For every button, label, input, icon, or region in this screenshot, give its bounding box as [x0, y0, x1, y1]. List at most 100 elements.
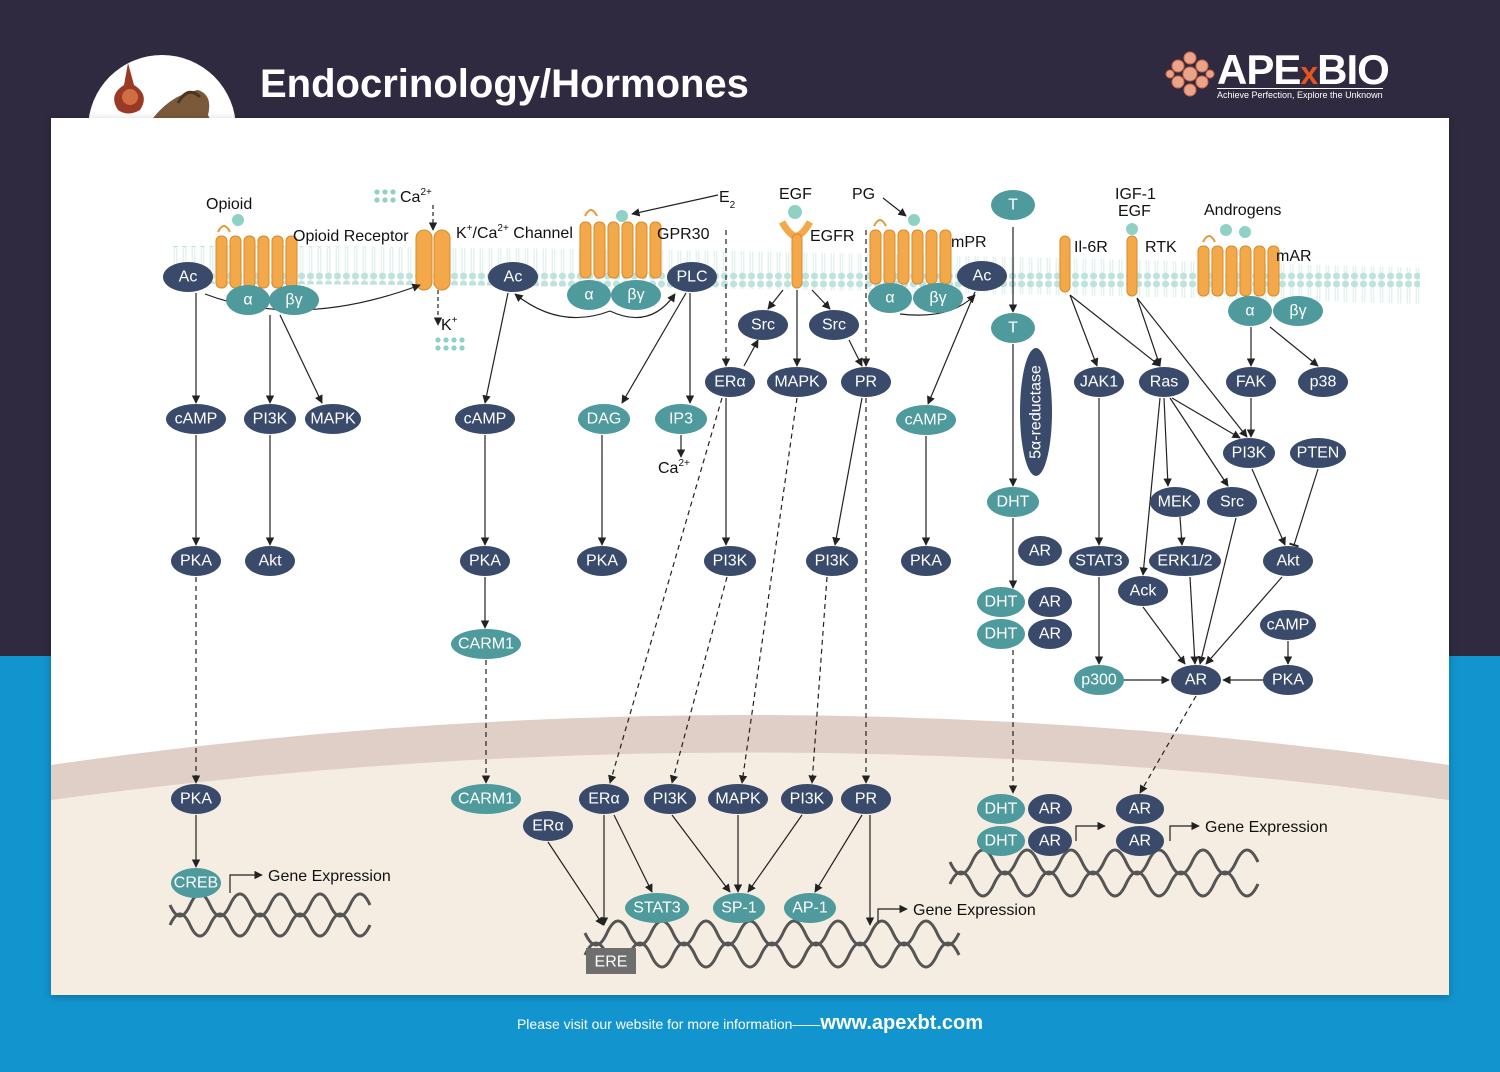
node-pi3k6: PI3K — [1223, 438, 1275, 468]
node-pka2: PKA — [460, 546, 510, 576]
node-era2n: ERα — [523, 811, 573, 841]
website-link[interactable]: www.apexbt.com — [820, 1012, 984, 1034]
node-alpha2: α — [567, 280, 611, 310]
node-label: PTEN — [1297, 445, 1340, 462]
opioid-receptor — [215, 225, 298, 289]
node-mek: MEK — [1150, 487, 1200, 517]
node-shape — [1028, 826, 1072, 856]
node-label: AR — [1039, 626, 1061, 643]
node-shape — [578, 404, 630, 434]
node-alpha1: α — [226, 285, 270, 315]
node-stat3: STAT3 — [1069, 546, 1129, 576]
node-shape — [767, 367, 827, 397]
node-shape — [1116, 794, 1164, 824]
node-shape — [455, 404, 515, 434]
node-shape — [577, 546, 627, 576]
brand-tagline: Achieve Perfection, Explore the Unknown — [1217, 88, 1383, 100]
node-p300: p300 — [1074, 665, 1124, 695]
node-label: βγ — [1289, 303, 1306, 320]
gene-expression-3: Gene Expression — [1205, 819, 1328, 836]
node-label: PKA — [586, 553, 618, 570]
dna-helix-ere — [583, 919, 961, 969]
edge — [747, 814, 803, 893]
node-bg1: βγ — [269, 285, 319, 315]
gpr30-receptor — [579, 209, 662, 279]
node-shape — [991, 313, 1035, 343]
edge — [1142, 606, 1186, 665]
node-shape — [523, 811, 573, 841]
node-jak1: JAK1 — [1074, 367, 1124, 397]
mar-receptor — [1197, 235, 1280, 297]
ere-box — [586, 948, 636, 974]
node-label: PKA — [180, 791, 212, 808]
node-pka4: PKA — [901, 546, 951, 576]
node-shape — [171, 784, 221, 814]
node-label: α — [1245, 303, 1254, 320]
node-dht5n: DHT — [977, 826, 1025, 856]
gene-expression-arrow — [1169, 821, 1200, 841]
node-label: T — [1008, 197, 1018, 214]
node-label: AR — [1129, 801, 1151, 818]
node-label: PR — [855, 791, 877, 808]
node-label: PI3K — [815, 553, 850, 570]
node-label: Ras — [1150, 374, 1178, 391]
node-bg3: βγ — [913, 283, 963, 313]
node-ap1: AP-1 — [784, 893, 836, 923]
node-shape — [579, 784, 629, 814]
node-ar4: AR — [1171, 665, 1221, 695]
node-fak: FAK — [1226, 367, 1276, 397]
ca-label: Ca2+ — [400, 187, 432, 206]
node-label: p300 — [1081, 672, 1117, 689]
node-shape — [713, 893, 765, 923]
edge — [1139, 397, 1161, 576]
node-shape — [451, 784, 521, 814]
node-era1: ERα — [705, 367, 755, 397]
node-label: βγ — [627, 287, 644, 304]
edge — [814, 814, 863, 893]
node-shape — [567, 280, 611, 310]
node-akt1: Akt — [245, 546, 295, 576]
node-label: α — [584, 287, 593, 304]
curved-edge — [514, 293, 611, 319]
gene-expression-1: Gene Expression — [268, 868, 391, 885]
node-src2: Src — [809, 310, 859, 340]
node-shape — [987, 487, 1039, 517]
node-src3: Src — [1207, 487, 1257, 517]
edge — [608, 397, 723, 784]
node-camp4: cAMP — [1260, 610, 1316, 640]
node-shape — [269, 285, 319, 315]
node-pten: PTEN — [1290, 438, 1346, 468]
node-ac2: Ac — [488, 262, 538, 292]
node-shape — [171, 868, 221, 898]
node-dht1: DHT — [987, 487, 1039, 517]
node-shape — [913, 283, 963, 313]
node-shape — [451, 629, 521, 659]
node-label: Ac — [504, 269, 523, 286]
node-shape — [868, 283, 912, 313]
edge — [738, 397, 798, 784]
node-pr1: PR — [841, 367, 891, 397]
node-pka5: PKA — [1263, 665, 1313, 695]
node-shape — [1069, 546, 1129, 576]
edge — [1069, 294, 1099, 367]
edge — [1139, 695, 1197, 794]
node-label: Ack — [1130, 583, 1158, 600]
node-shape — [1298, 367, 1348, 397]
node-label: βγ — [285, 292, 302, 309]
node-sp1: SP-1 — [713, 893, 765, 923]
node-label: Src — [1220, 494, 1244, 511]
edge — [848, 339, 863, 367]
node-shape — [705, 367, 755, 397]
node-shape — [488, 262, 538, 292]
node-ar1: AR — [1018, 536, 1062, 566]
il6r-receptor — [1059, 235, 1071, 293]
mpr-receptor — [869, 219, 952, 285]
node-label: T — [1008, 320, 1018, 337]
node-shape — [1263, 665, 1313, 695]
gene-expression-arrow — [877, 904, 908, 922]
node-dag: DAG — [578, 404, 630, 434]
node-ar2: AR — [1028, 587, 1072, 617]
node-mapk3n: MAPK — [708, 784, 768, 814]
node-shape — [1139, 367, 1189, 397]
node-shape — [1028, 794, 1072, 824]
